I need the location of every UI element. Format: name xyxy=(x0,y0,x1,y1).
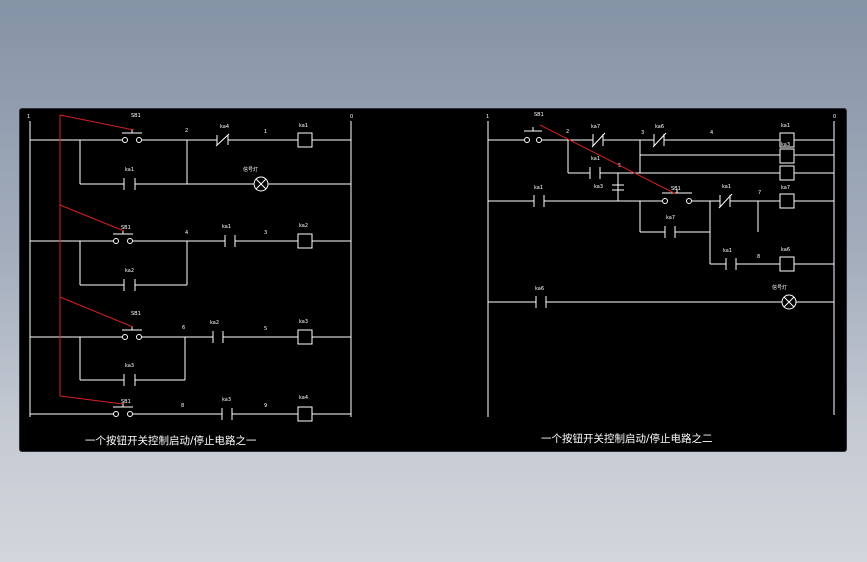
coil-label: ka2 xyxy=(299,223,308,229)
button-terminal xyxy=(122,137,128,143)
contact-label: ka3 xyxy=(594,184,603,190)
left-mechanical-link xyxy=(59,114,135,405)
contact-label: ka2 xyxy=(210,320,219,326)
right-node-r: 0 xyxy=(833,114,836,120)
left-rung-2: SB1 4 ka1 3 ka2 ka2 xyxy=(30,223,351,291)
coil-label: ka7 xyxy=(781,185,790,191)
left-rung-3: SB1 6 ka2 5 ka3 ka3 xyxy=(30,311,351,386)
left-rung-1: SB1 2 ka4 1 ka1 ka1 信号灯 xyxy=(30,113,351,192)
node-label: 8 xyxy=(757,254,760,260)
seal-label: ka7 xyxy=(666,215,675,221)
right-rung-3: ka1 SB1 ka1 7 ka7 ka7 xyxy=(488,184,834,238)
lamp-label: 信号灯 xyxy=(243,166,258,173)
contact-label: ka1 xyxy=(723,248,732,254)
relay-coil xyxy=(779,148,795,164)
node-label: 2 xyxy=(566,129,569,135)
seal-label: ka1 xyxy=(591,156,600,162)
node-label: 4 xyxy=(185,230,188,236)
relay-coil xyxy=(779,193,795,209)
seal-label: ka3 xyxy=(125,363,134,369)
coil-label: ka3 xyxy=(299,319,308,325)
right-rung-5: ka6 信号灯 xyxy=(488,284,834,310)
left-caption: 一个按钮开关控制启动/停止电路之一 xyxy=(85,434,257,447)
coil-label: ka6 xyxy=(781,247,790,253)
button-label: SB1 xyxy=(131,311,141,317)
right-rung-1b: ka1 ka3 xyxy=(567,140,834,179)
seal-label: ka1 xyxy=(125,167,134,173)
node-label: 5 xyxy=(618,163,621,169)
contact-label: ka1 xyxy=(534,185,543,191)
button-label: SB1 xyxy=(671,186,681,192)
right-node-l: 1 xyxy=(486,114,489,120)
node-label: 7 xyxy=(758,190,761,196)
coil-label: ka1 xyxy=(781,123,790,129)
button-label: SB1 xyxy=(121,399,131,405)
node-label: 3 xyxy=(264,230,267,236)
coil-label: ka1 xyxy=(299,123,308,129)
contact-label: ka1 xyxy=(222,224,231,230)
node-label: 8 xyxy=(181,403,184,409)
node-label: 6 xyxy=(182,325,185,331)
right-diagram: 1 0 SB1 2 ka7 3 ka6 4 ka1 xyxy=(486,112,836,445)
relay-coil xyxy=(297,406,313,422)
contact-label: ka1 xyxy=(722,184,731,190)
left-node-r: 0 xyxy=(350,114,353,120)
node-label: 3 xyxy=(641,130,644,136)
cad-viewport[interactable]: 1 0 SB1 2 ka4 1 ka1 xyxy=(20,109,846,451)
coil-label: ka4 xyxy=(299,395,308,401)
button-label: SB1 xyxy=(131,113,141,119)
contact-label: ka6 xyxy=(655,124,664,130)
button-terminal xyxy=(136,137,142,143)
seal-label: ka2 xyxy=(125,268,134,274)
circuit-drawing: 1 0 SB1 2 ka4 1 ka1 xyxy=(27,112,836,447)
contact-label: ka6 xyxy=(535,286,544,292)
nc-slash xyxy=(215,133,230,147)
coil-label: ka3 xyxy=(781,142,790,148)
contact-label: ka7 xyxy=(591,124,600,130)
node-label: 5 xyxy=(264,326,267,332)
relay-coil xyxy=(297,233,313,249)
button-label: SB1 xyxy=(534,112,544,118)
lamp-label: 信号灯 xyxy=(772,284,787,291)
right-mechanical-link xyxy=(539,124,677,195)
contact-label: ka4 xyxy=(220,124,229,130)
left-rung-4: SB1 8 ka3 9 ka4 xyxy=(30,395,351,422)
relay-coil xyxy=(297,132,313,148)
right-rung-2: 5 ka3 xyxy=(594,163,834,201)
relay-coil xyxy=(779,256,795,272)
node-label: 2 xyxy=(185,128,188,134)
left-diagram: 1 0 SB1 2 ka4 1 ka1 xyxy=(27,113,353,447)
node-label: 4 xyxy=(710,130,713,136)
contact-label: ka3 xyxy=(222,397,231,403)
right-caption: 一个按钮开关控制启动/停止电路之二 xyxy=(541,432,713,445)
relay-coil xyxy=(297,329,313,345)
node-label: 9 xyxy=(264,403,267,409)
right-rung-1: SB1 2 ka7 3 ka6 4 ka1 xyxy=(488,112,834,148)
left-node-l: 1 xyxy=(27,114,30,120)
right-rung-4: ka1 8 ka6 xyxy=(709,232,834,272)
node-label: 1 xyxy=(264,129,267,135)
button-label: SB1 xyxy=(121,225,131,231)
